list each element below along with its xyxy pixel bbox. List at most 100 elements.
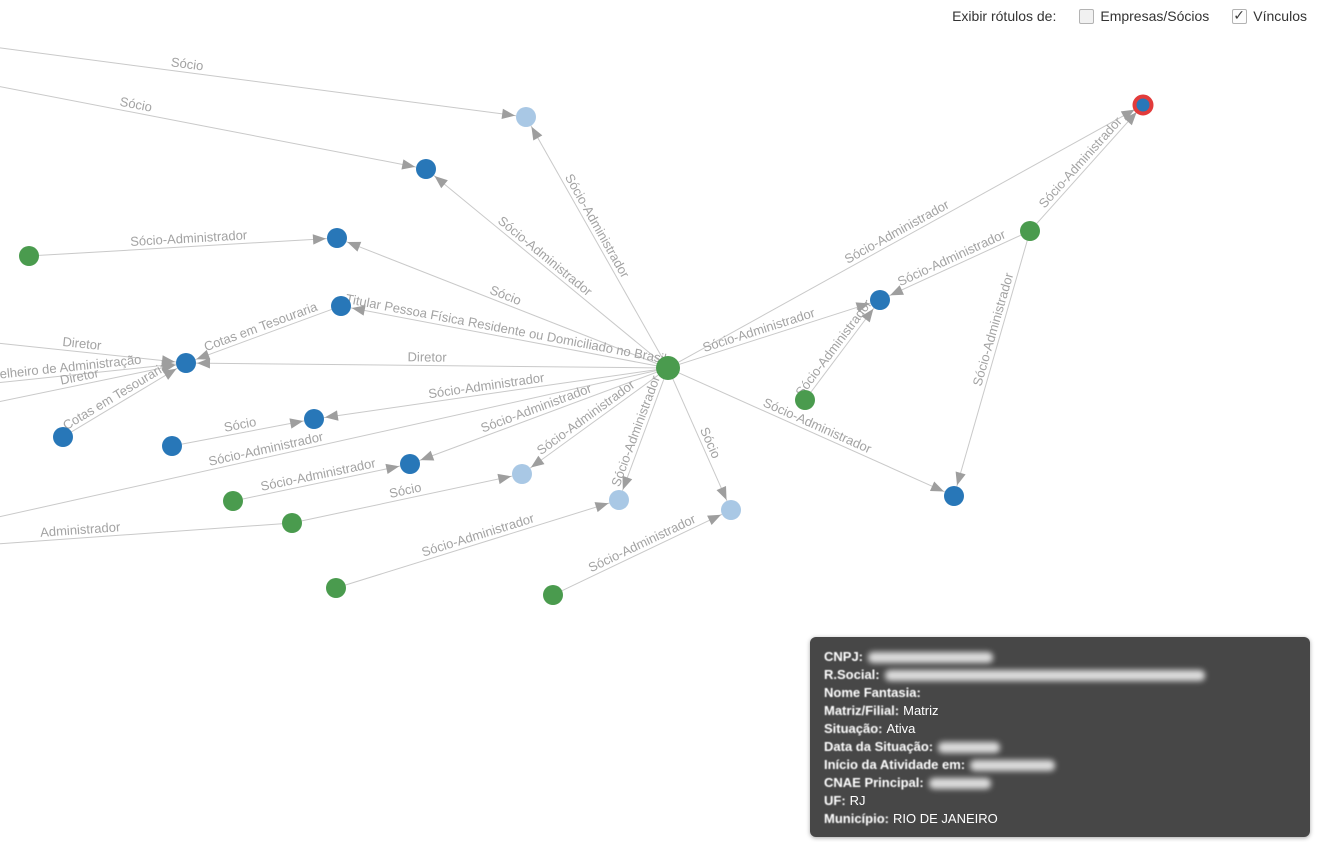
edge-arrowhead bbox=[196, 358, 211, 369]
graph-edge bbox=[1036, 110, 1138, 224]
graph-node-person[interactable] bbox=[416, 159, 436, 179]
edge-arrowhead bbox=[401, 159, 416, 170]
graph-node-person-light[interactable] bbox=[609, 490, 629, 510]
edge-arrowhead bbox=[501, 108, 516, 120]
graph-edge bbox=[301, 475, 513, 522]
graph-node-company[interactable] bbox=[656, 356, 680, 380]
edge-arrowhead bbox=[530, 455, 545, 468]
controls-caption: Exibir rótulos de: bbox=[952, 8, 1057, 24]
tooltip-field-value: Matriz bbox=[903, 703, 939, 718]
graph-edge bbox=[529, 374, 659, 469]
graph-node-company[interactable] bbox=[19, 246, 39, 266]
graph-edge bbox=[323, 369, 657, 419]
graph-edge bbox=[678, 372, 946, 493]
graph-edge bbox=[0, 523, 283, 545]
tooltip-field-label: R.Social: bbox=[824, 667, 880, 682]
graph-node-company[interactable] bbox=[1020, 221, 1040, 241]
graph-node-person-light[interactable] bbox=[516, 107, 536, 127]
tooltip-field-label: UF: bbox=[824, 793, 846, 808]
edge-arrowhead bbox=[161, 362, 176, 373]
edge-label: Sócio-Administrador bbox=[761, 395, 875, 457]
edge-arrowhead bbox=[622, 475, 633, 490]
edge-arrowhead bbox=[312, 234, 327, 245]
edge-label: Sócio bbox=[388, 479, 423, 500]
tooltip-row: UF:RJ bbox=[824, 792, 1296, 810]
graph-edge bbox=[672, 378, 728, 502]
tooltip-row: R.Social: bbox=[824, 666, 1296, 684]
tooltip-row: Situação:Ativa bbox=[824, 720, 1296, 738]
tooltip-field-label: Nome Fantasia: bbox=[824, 685, 921, 700]
graph-node-person[interactable] bbox=[176, 353, 196, 373]
checkbox-group-empresas-socios[interactable]: Empresas/Sócios bbox=[1079, 8, 1209, 24]
edge-label: Sócio-Administrador bbox=[495, 213, 595, 299]
edge-label: Sócio-Administrador bbox=[130, 227, 248, 249]
edge-arrowhead bbox=[861, 308, 874, 323]
graph-node-person[interactable] bbox=[400, 454, 420, 474]
graph-edge bbox=[0, 364, 177, 403]
edge-arrowhead bbox=[347, 241, 362, 252]
tooltip-row: Município:RIO DE JANEIRO bbox=[824, 810, 1296, 828]
edge-label: Sócio-Administrador bbox=[427, 370, 546, 402]
redacted-value bbox=[868, 652, 994, 664]
graph-node-person-light[interactable] bbox=[721, 500, 741, 520]
graph-edge bbox=[530, 125, 663, 358]
edge-label: Sócio-Administrador bbox=[420, 510, 537, 559]
graph-node-company[interactable] bbox=[223, 491, 243, 511]
edge-arrowhead bbox=[351, 305, 366, 316]
redacted-value bbox=[884, 670, 1205, 682]
graph-node-person[interactable] bbox=[327, 228, 347, 248]
edge-arrowhead bbox=[855, 302, 870, 313]
graph-node-company[interactable] bbox=[543, 585, 563, 605]
edge-label: Diretor bbox=[62, 334, 103, 353]
edge-arrowhead bbox=[324, 410, 339, 421]
edge-arrowhead bbox=[497, 473, 512, 485]
graph-node-person[interactable] bbox=[944, 486, 964, 506]
tooltip-row: CNPJ: bbox=[824, 648, 1296, 666]
graph-edge bbox=[0, 370, 657, 518]
graph-edge bbox=[350, 307, 657, 367]
graph-node-person[interactable] bbox=[162, 436, 182, 456]
tooltip-row: Matriz/Filial:Matriz bbox=[824, 702, 1296, 720]
checkbox-vinculos[interactable] bbox=[1232, 7, 1248, 24]
graph-node-person-light[interactable] bbox=[512, 464, 532, 484]
tooltip-field-value: Ativa bbox=[886, 721, 916, 736]
graph-edge bbox=[345, 502, 610, 586]
graph-edge bbox=[0, 86, 417, 168]
graph-edge bbox=[0, 342, 177, 363]
graph-edge bbox=[622, 379, 665, 491]
graph-edge bbox=[242, 465, 401, 500]
redacted-value bbox=[928, 778, 991, 790]
graph-edge bbox=[0, 363, 177, 384]
checkbox-group-vinculos[interactable]: Vínculos bbox=[1232, 7, 1307, 24]
graph-edge bbox=[810, 307, 875, 393]
tooltip-field-label: CNAE Principal: bbox=[824, 775, 924, 790]
tooltip-field-label: Situação: bbox=[824, 721, 883, 736]
graph-node-person[interactable] bbox=[304, 409, 324, 429]
edge-arrowhead bbox=[1120, 109, 1135, 121]
redacted-value bbox=[938, 742, 1001, 754]
graph-node-company[interactable] bbox=[795, 390, 815, 410]
tooltip-row: Data da Situação: bbox=[824, 738, 1296, 756]
edge-label: Administrador bbox=[40, 519, 122, 540]
graph-node-person[interactable] bbox=[870, 290, 890, 310]
edge-arrowhead bbox=[289, 418, 304, 429]
checkbox-empresas-socios[interactable] bbox=[1079, 8, 1095, 24]
tooltip-field-label: Início da Atividade em: bbox=[824, 757, 966, 772]
edge-label: Sócio bbox=[223, 414, 258, 435]
edge-arrowhead bbox=[434, 175, 448, 189]
company-tooltip: CNPJ:R.Social: Nome Fantasia: Matriz/Filia… bbox=[810, 637, 1310, 837]
edge-label: Cotas em Tesouraria bbox=[202, 299, 320, 355]
graph-node-company[interactable] bbox=[326, 578, 346, 598]
edge-arrowhead bbox=[707, 514, 722, 526]
graph-node-person[interactable] bbox=[53, 427, 73, 447]
edge-label: Sócio-Administrador bbox=[562, 171, 633, 281]
edge-label: Diretor bbox=[408, 349, 448, 364]
graph-node-person[interactable] bbox=[331, 296, 351, 316]
tooltip-field-value: RJ bbox=[849, 793, 866, 808]
tooltip-field-label: Matriz/Filial: bbox=[824, 703, 900, 718]
edge-arrowhead bbox=[955, 471, 966, 486]
graph-node-selected[interactable] bbox=[1132, 94, 1154, 116]
graph-node-company[interactable] bbox=[282, 513, 302, 533]
edge-label: Sócio bbox=[119, 94, 154, 115]
